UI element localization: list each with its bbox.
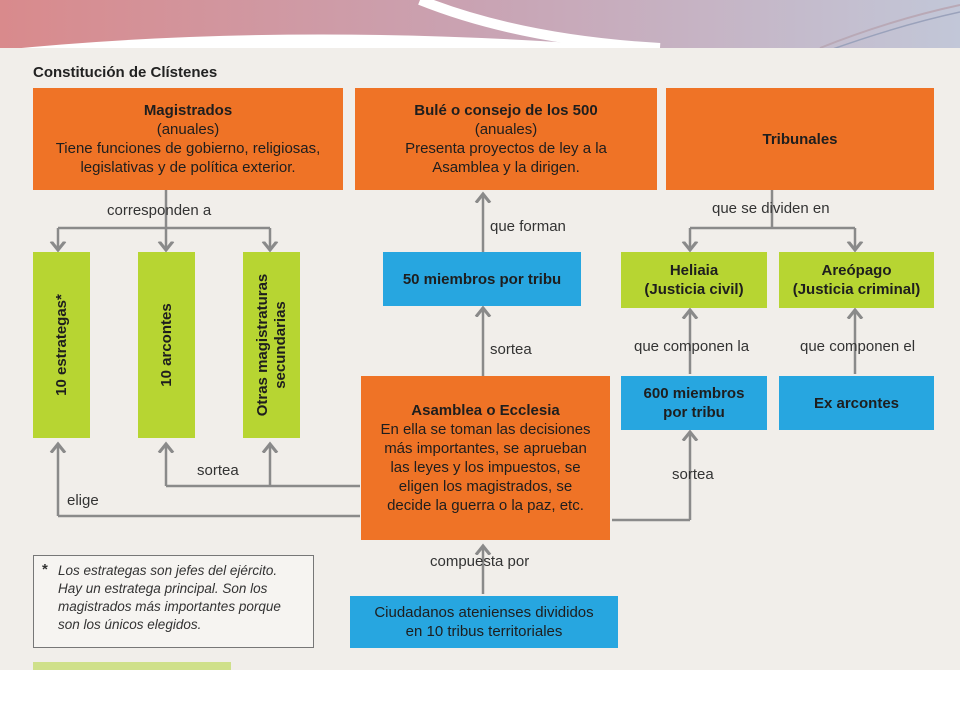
footnote-line-3: magistrados más importantes porque — [58, 599, 281, 614]
otras-magistraturas-box: Otras magistraturas secundarias — [243, 252, 300, 438]
label-componen-el: que componen el — [800, 338, 916, 355]
heliaia-box: Heliaia (Justicia civil) — [621, 252, 767, 308]
magistrados-desc-1: Tiene funciones de gobierno, religiosas, — [55, 140, 321, 157]
diagram-title: Constitución de Clístenes — [33, 64, 218, 81]
label-que-forman: que forman — [490, 218, 566, 235]
ciudadanos-line-2: en 10 tribus territoriales — [405, 623, 563, 640]
miembros-600-line-2: por tribu — [663, 404, 725, 421]
asamblea-box: Asamblea o Ecclesia En ella se toman las… — [361, 376, 610, 540]
footnote-star: * — [42, 561, 48, 578]
magistrados-box: Magistrados (anuales) Tiene funciones de… — [33, 88, 343, 190]
miembros-50-box: 50 miembros por tribu — [383, 252, 581, 306]
tribunales-title: Tribunales — [762, 130, 838, 148]
ciudadanos-line-1: Ciudadanos atenienses divididos — [374, 604, 594, 621]
areopago-line-2: (Justicia criminal) — [792, 281, 921, 298]
label-que-se-dividen: que se dividen en — [712, 200, 830, 217]
label-corresponden: corresponden a — [107, 202, 212, 219]
label-sortea-top: sortea — [490, 341, 532, 358]
asamblea-title: Asamblea o Ecclesia — [411, 402, 560, 419]
label-sortea-left: sortea — [197, 462, 239, 479]
label-elige: elige — [67, 492, 99, 509]
magistrados-subtitle: (anuales) — [156, 121, 220, 138]
arcontes-label: 10 arcontes — [157, 303, 175, 387]
ex-arcontes-box: Ex arcontes — [779, 376, 934, 430]
label-compuesta-por: compuesta por — [430, 553, 530, 570]
arcontes-box: 10 arcontes — [138, 252, 195, 438]
asamblea-line-4: eligen los magistrados, se — [398, 478, 573, 495]
estrategas-label: 10 estrategas* — [52, 294, 70, 396]
asamblea-line-5: decide la guerra o la paz, etc. — [387, 497, 584, 514]
heliaia-line-1: Heliaia — [669, 262, 719, 279]
label-sortea-right: sortea — [672, 466, 714, 483]
bule-desc-1: Presenta proyectos de ley a la — [405, 140, 607, 157]
estrategas-box: 10 estrategas* — [33, 252, 90, 438]
label-componen-la: que componen la — [634, 338, 750, 355]
footnote-line-4: son los únicos elegidos. — [58, 617, 202, 632]
miembros-600-box: 600 miembros por tribu — [621, 376, 767, 430]
footnote-line-1: Los estrategas son jefes del ejército. — [58, 563, 278, 578]
areopago-line-1: Areópago — [821, 262, 892, 279]
footnote-box: * Los estrategas son jefes del ejército.… — [33, 555, 314, 648]
asamblea-line-1: En ella se toman las decisiones — [380, 421, 591, 438]
otras-magistraturas-label: Otras magistraturas secundarias — [254, 274, 290, 417]
miembros-600-line-1: 600 miembros — [643, 385, 745, 402]
bule-subtitle: (anuales) — [474, 121, 538, 138]
footnote-line-2: Hay un estratega principal. Son los — [58, 581, 268, 596]
asamblea-line-2: más importantes, se aprueban — [384, 440, 587, 457]
ciudadanos-box: Ciudadanos atenienses divididos en 10 tr… — [350, 596, 618, 648]
ex-arcontes-label: Ex arcontes — [813, 394, 900, 412]
tribunales-box: Tribunales — [666, 88, 934, 190]
heliaia-line-2: (Justicia civil) — [644, 281, 744, 298]
magistrados-desc-2: legislativas y de política exterior. — [80, 159, 296, 176]
areopago-box: Areópago (Justicia criminal) — [779, 252, 934, 308]
magistrados-title: Magistrados — [143, 102, 233, 119]
asamblea-line-3: las leyes y los impuestos, se — [390, 459, 581, 476]
green-strip — [33, 662, 231, 670]
otras-magistraturas-line-1: Otras magistraturas — [253, 273, 271, 417]
bule-desc-2: Asamblea y la dirigen. — [432, 159, 580, 176]
bule-title: Bulé o consejo de los 500 — [414, 102, 598, 119]
miembros-50-label: 50 miembros por tribu — [402, 270, 562, 288]
otras-magistraturas-line-2: secundarias — [271, 301, 289, 389]
bule-box: Bulé o consejo de los 500 (anuales) Pres… — [355, 88, 657, 190]
